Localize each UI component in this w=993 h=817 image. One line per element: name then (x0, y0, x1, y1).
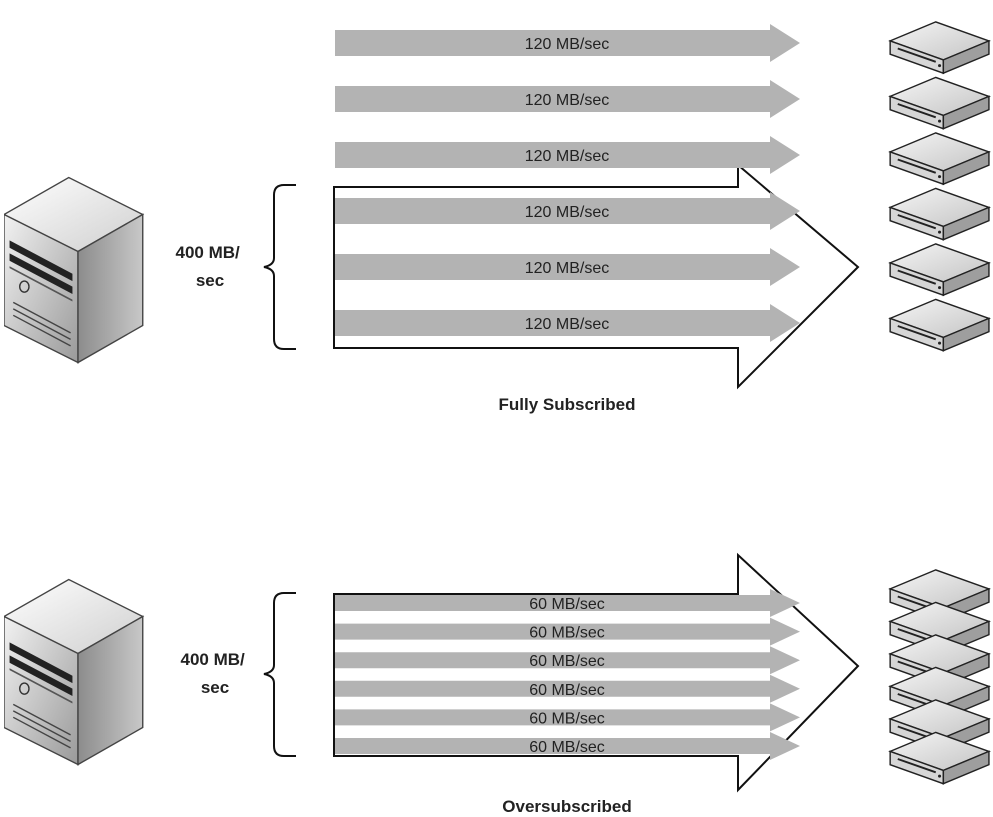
stream-rate-label: 60 MB/sec (529, 625, 605, 642)
stream-arrow (335, 646, 800, 675)
stream-arrow (335, 24, 800, 62)
stream-arrows: 120 MB/sec 120 MB/sec 120 MB/sec 120 MB/sec… (335, 24, 800, 342)
bracket (263, 592, 296, 757)
disk-drive-icon (889, 131, 990, 186)
panel-caption: Oversubscribed (502, 797, 631, 816)
stream-arrow (335, 589, 800, 617)
stream-rate-label: 120 MB/sec (525, 148, 609, 165)
disk-drive-icon (889, 298, 990, 352)
disk-drive-icon (889, 242, 990, 297)
stream-rate-label: 120 MB/sec (525, 204, 609, 221)
stream-arrow (335, 732, 800, 760)
stream-rate-label: 60 MB/sec (529, 739, 605, 756)
stream-arrow (335, 136, 800, 174)
panel-caption: Fully Subscribed (499, 395, 636, 414)
bracket (263, 184, 296, 350)
stream-arrow (335, 192, 800, 230)
stream-arrow (335, 703, 800, 732)
disk-drive-icon (889, 731, 990, 785)
stream-rate-label: 120 MB/sec (525, 316, 609, 333)
disk-stack (889, 20, 990, 352)
disk-drive-icon (889, 20, 990, 75)
disk-drive-icon (889, 187, 990, 241)
stream-rate-label: 120 MB/sec (525, 260, 609, 277)
host-rate-label: 400 MB/ sec (176, 243, 245, 290)
stream-rate-label: 120 MB/sec (525, 92, 609, 109)
stream-arrow (335, 674, 800, 703)
stream-rate-label: 60 MB/sec (529, 653, 605, 670)
stream-arrow (335, 617, 800, 646)
disk-stack (889, 568, 990, 785)
stream-rate-label: 60 MB/sec (529, 682, 605, 699)
stream-arrow (335, 80, 800, 118)
disk-drive-icon (889, 76, 990, 130)
aggregate-arrow-outline (333, 552, 860, 793)
stream-rate-label: 60 MB/sec (529, 710, 605, 727)
stream-rate-label: 120 MB/sec (525, 36, 609, 53)
host-rate-label: 400 MB/ sec (181, 650, 250, 697)
stream-arrow (335, 304, 800, 342)
server-tower-icon (4, 578, 144, 766)
stream-arrow (335, 248, 800, 286)
server-tower-icon (4, 176, 144, 364)
stream-rate-label: 60 MB/sec (529, 596, 605, 613)
stream-arrows: 60 MB/sec 60 MB/sec 60 MB/sec 60 MB/sec 60 M… (335, 589, 800, 760)
